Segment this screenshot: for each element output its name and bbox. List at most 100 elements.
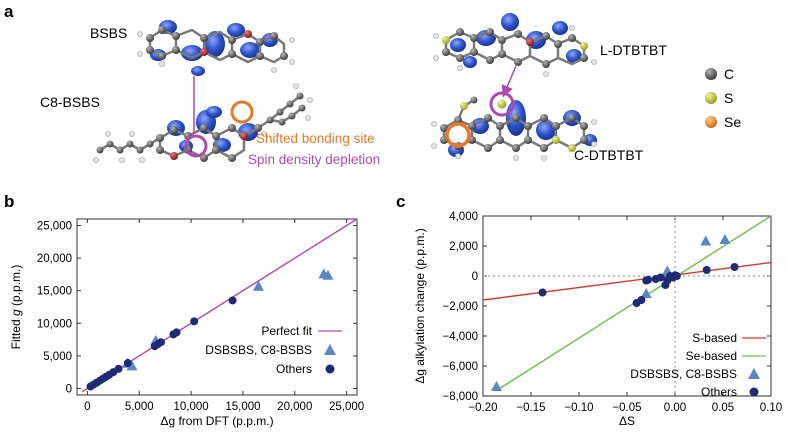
- c8-bsbs-depletion-circle: [184, 134, 208, 158]
- legend-item-c: C: [705, 66, 734, 82]
- legend-se-swatch: [705, 116, 717, 128]
- data-point-triangle: [700, 235, 712, 246]
- shifted-bonding-site-text: Shifted bonding site: [256, 131, 375, 146]
- data-point-circle: [730, 263, 739, 271]
- data-point-circle: [114, 364, 123, 373]
- y-tick-label: 4,000: [449, 211, 478, 223]
- l-dtbtbt-spin-lobes: [450, 13, 582, 68]
- panel-c-x-axis-label: ΔS: [619, 414, 635, 428]
- panel-b-marks: [81, 218, 358, 393]
- x-tick-label: −0.10: [564, 402, 593, 414]
- x-tick-label: −0.15: [516, 402, 545, 414]
- c-dtbtbt-label: C-DTBTBT: [574, 147, 644, 163]
- c8-bsbs-label: C8-BSBS: [40, 94, 100, 110]
- bsbs-molecule: [137, 20, 295, 76]
- data-point-circle: [228, 296, 237, 305]
- data-point-triangle: [640, 288, 652, 298]
- panel-b-chart: b 0 5,000 10,000 15,000 20,000 25,000 0 5,000 10…: [4, 192, 364, 428]
- data-point-triangle: [490, 381, 502, 391]
- x-tick-label: 5,000: [125, 401, 154, 413]
- x-tick-label: 10,000: [173, 401, 208, 413]
- panel-c-chart: c −0.20 −0.15 −0.10 −0.05 0.00 0.05 0.10 −8,000…: [396, 192, 782, 428]
- l-to-c-pointer: [501, 65, 517, 98]
- y-tick-label: 0: [472, 271, 478, 283]
- y-tick-label: 10,000: [37, 318, 72, 330]
- legend-s-based-label: S-based: [692, 331, 737, 345]
- x-tick-label: −0.20: [468, 402, 497, 414]
- data-point-circle: [190, 317, 199, 326]
- data-point-circle: [538, 288, 547, 297]
- y-tick-label: 5,000: [43, 351, 72, 363]
- panel-b-y-axis-label-prefix: Fitted: [9, 316, 23, 349]
- c-dtbtbt-shifted-circle: [445, 122, 471, 148]
- legend-c-others-label: Others: [701, 385, 737, 399]
- y-tick-label: 25,000: [37, 221, 72, 233]
- panel-b-y-axis-label-unit: (p.p.m.): [9, 265, 23, 310]
- legend-item-s: S: [705, 90, 733, 106]
- spin-density-depletion-text: Spin density depletion: [248, 152, 380, 167]
- panel-b-legend: Perfect fit DSBSBS, C8-BSBS Others: [205, 324, 342, 376]
- y-tick-label: −4,000: [443, 331, 479, 343]
- x-tick-label: 15,000: [225, 401, 260, 413]
- legend-se-based-label: Se-based: [686, 349, 737, 363]
- legend-c-others-marker: [749, 387, 759, 397]
- c8-bsbs-atoms: [93, 83, 313, 163]
- panel-b-y-axis-label: Fitted g (p.p.m.): [9, 265, 23, 350]
- c8-bsbs-shifted-circle: [230, 100, 254, 124]
- panel-a-label: a: [4, 2, 14, 21]
- data-point-circle: [702, 266, 711, 274]
- legend-dsbsbs-marker: [324, 344, 336, 355]
- y-tick-label: −6,000: [443, 361, 479, 373]
- panel-b-x-axis-label: Δg from DFT (p.p.m.): [160, 414, 273, 428]
- data-point-triangle: [126, 360, 138, 371]
- panel-b-label: b: [4, 192, 14, 211]
- panel-b-y-axis-label-g: g: [9, 309, 23, 316]
- x-tick-label: 0: [84, 401, 90, 413]
- l-dtbtbt-atoms: [433, 25, 597, 77]
- x-tick-label: 25,000: [329, 401, 364, 413]
- legend-s-swatch: [705, 92, 717, 104]
- panel-c-y-axis-label: Δg alkylation change (p.p.m.): [413, 228, 427, 383]
- legend-others-label: Others: [276, 362, 312, 376]
- legend-s-label: S: [724, 90, 733, 106]
- l-dtbtbt-label: L-DTBTBT: [600, 42, 667, 58]
- y-tick-label: 20,000: [37, 253, 72, 265]
- data-point-circle: [644, 275, 653, 284]
- legend-c-dsbsbs-marker: [748, 368, 760, 379]
- legend-item-se: Se: [705, 114, 741, 130]
- legend-se-label: Se: [724, 114, 741, 130]
- data-point-circle: [123, 359, 132, 368]
- panel-c-legend: S-based Se-based DSBSBS, C8-BSBS Others: [630, 331, 766, 399]
- x-tick-label: −0.05: [612, 402, 641, 414]
- data-point-circle: [672, 272, 681, 280]
- y-tick-label: 0: [66, 383, 72, 395]
- x-tick-label: 0.10: [760, 402, 782, 414]
- panel-a: a: [4, 2, 741, 167]
- legend-c-dsbsbs-label: DSBSBS, C8-BSBS: [630, 367, 737, 381]
- x-tick-label: 0.00: [664, 402, 686, 414]
- x-tick-label: 20,000: [277, 401, 312, 413]
- y-tick-label: −8,000: [443, 391, 479, 403]
- c8-bsbs-molecule: [93, 76, 313, 163]
- y-tick-label: 2,000: [449, 241, 478, 253]
- x-tick-label: 0.05: [712, 402, 734, 414]
- data-point-circle: [656, 273, 665, 282]
- data-point-circle: [172, 328, 181, 337]
- l-dtbtbt-molecule: [433, 13, 597, 77]
- legend-others-marker: [325, 364, 335, 374]
- panel-b-ticks: 0 5,000 10,000 15,000 20,000 25,000 0 5,000 10,0…: [37, 219, 364, 413]
- panel-c-ticks: −0.20 −0.15 −0.10 −0.05 0.00 0.05 0.10 −8,000 −6…: [443, 211, 783, 414]
- c-dtbtbt-molecule: [431, 65, 597, 161]
- bsbs-atoms: [137, 26, 295, 73]
- c-dtbtbt-atoms: [431, 96, 597, 161]
- data-point-triangle: [322, 269, 334, 280]
- panel-b-plot-frame: [76, 218, 358, 396]
- legend-perfect-fit-label: Perfect fit: [261, 324, 312, 338]
- legend-c-label: C: [724, 66, 734, 82]
- y-tick-label: 15,000: [37, 286, 72, 298]
- panel-c-label: c: [396, 192, 405, 211]
- bsbs-label: BSBS: [90, 25, 127, 41]
- element-legend: C S Se: [705, 66, 741, 130]
- series-line-s-based: [482, 261, 772, 301]
